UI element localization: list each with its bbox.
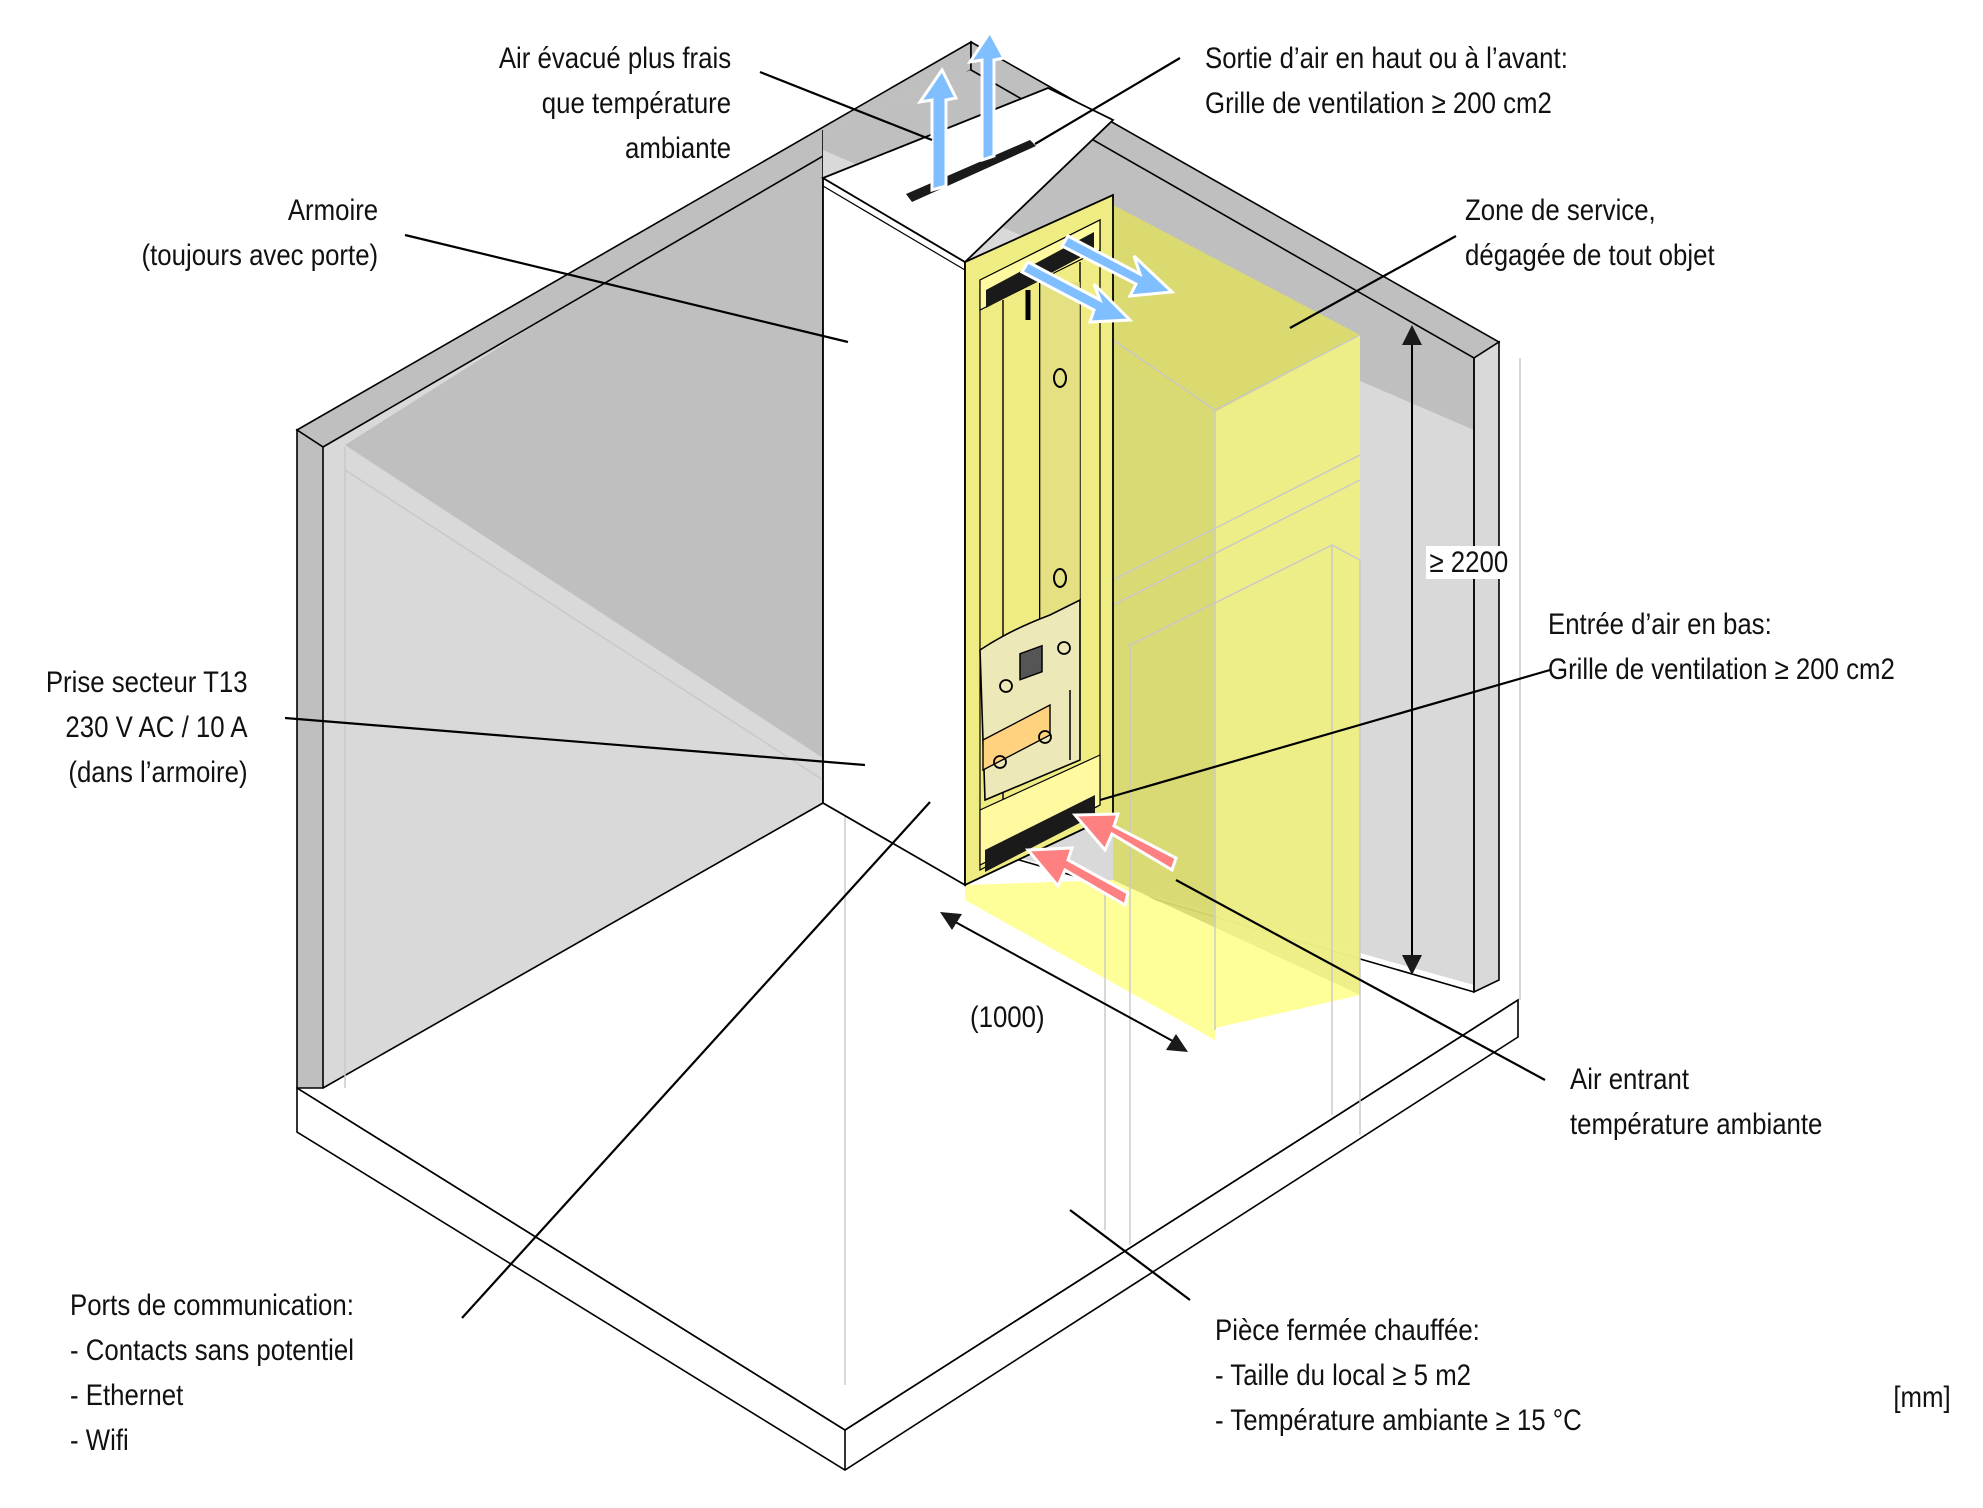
label-line: - Taille du local ≥ 5 m2 — [1215, 1359, 1472, 1392]
service-zone — [844, 205, 1361, 1385]
label-height-dimension: ≥ 2200 — [1426, 540, 1512, 585]
label-comm-ports: Ports de communication: - Contacts sans … — [70, 1283, 354, 1463]
height-dimension — [1402, 325, 1422, 975]
bottom-front-grille — [985, 795, 1095, 872]
units-value: [mm] — [1893, 1381, 1951, 1414]
label-line: - Wifi — [70, 1424, 129, 1457]
label-cabinet: Armoire (toujours avec porte) — [141, 188, 378, 278]
air-out-arrows — [916, 29, 1176, 324]
label-line: Entrée d’air en bas: — [1548, 608, 1772, 641]
label-line: dégagée de tout objet — [1465, 239, 1715, 272]
left-wall — [295, 40, 972, 1089]
label-room: Pièce fermée chauffée: - Taille du local… — [1215, 1308, 1582, 1443]
label-line: - Ethernet — [70, 1379, 184, 1412]
air-in-arrow-1 — [1024, 846, 1130, 908]
label-power-socket: Prise secteur T13 230 V AC / 10 A (dans … — [46, 660, 248, 795]
leader-air-outlet — [1034, 57, 1181, 145]
label-air-outlet: Sortie d’air en haut ou à l’avant: Grill… — [1205, 36, 1568, 126]
label-line: Prise secteur T13 — [46, 666, 248, 699]
label-incoming-air: Air entrant température ambiante — [1570, 1057, 1822, 1147]
leader-room — [1069, 1209, 1191, 1301]
leader-service-zone — [1289, 235, 1457, 329]
label-line: (toujours avec porte) — [141, 239, 378, 272]
label-exhaust-air: Air évacué plus frais que température am… — [499, 36, 731, 171]
label-line: que température — [541, 87, 731, 120]
depth-dimension — [940, 912, 1188, 1052]
label-line: Grille de ventilation ≥ 200 cm2 — [1205, 87, 1552, 120]
leader-power-socket — [284, 716, 866, 767]
floor-slab — [296, 998, 1519, 1471]
label-line: - Température ambiante ≥ 15 °C — [1215, 1404, 1582, 1437]
label-line: 230 V AC / 10 A — [65, 711, 248, 744]
label-air-inlet: Entrée d’air en bas: Grille de ventilati… — [1548, 602, 1895, 692]
leader-exhaust-air — [759, 70, 933, 142]
label-line: Air évacué plus frais — [498, 42, 731, 75]
label-line: Armoire — [287, 194, 378, 227]
label-line: température ambiante — [1570, 1108, 1823, 1141]
leader-air-inlet — [1099, 668, 1551, 802]
air-out-arrow-up-2 — [966, 29, 1007, 163]
leader-cabinet — [404, 233, 849, 344]
label-line: Ports de communication: — [70, 1289, 354, 1322]
label-line: Air entrant — [1570, 1063, 1690, 1096]
label-line: Zone de service, — [1465, 194, 1656, 227]
depth-dimension-value: (1000) — [970, 1001, 1045, 1034]
label-line: Sortie d’air en haut ou à l’avant: — [1205, 42, 1568, 75]
label-line: ambiante — [624, 132, 731, 165]
air-in-arrows — [1024, 812, 1178, 908]
label-depth-dimension: (1000) — [970, 995, 1045, 1040]
height-dimension-value: ≥ 2200 — [1426, 546, 1512, 579]
leader-lines — [284, 57, 1551, 1319]
cabinet — [820, 87, 1115, 887]
label-line: (dans l’armoire) — [68, 756, 248, 789]
leader-incoming-air — [1175, 879, 1546, 1081]
label-line: Pièce fermée chauffée: — [1215, 1314, 1480, 1347]
label-line: - Contacts sans potentiel — [70, 1334, 354, 1367]
air-out-arrow-front-2 — [1059, 234, 1176, 298]
label-line: Grille de ventilation ≥ 200 cm2 — [1548, 653, 1895, 686]
air-out-arrow-up-1 — [916, 67, 959, 192]
label-units: [mm] — [1894, 1375, 1951, 1420]
label-service-zone: Zone de service, dégagée de tout objet — [1465, 188, 1715, 278]
air-in-arrow-2 — [1071, 812, 1178, 873]
air-out-arrow-front-1 — [1019, 260, 1134, 324]
leader-comm-ports — [461, 801, 931, 1319]
